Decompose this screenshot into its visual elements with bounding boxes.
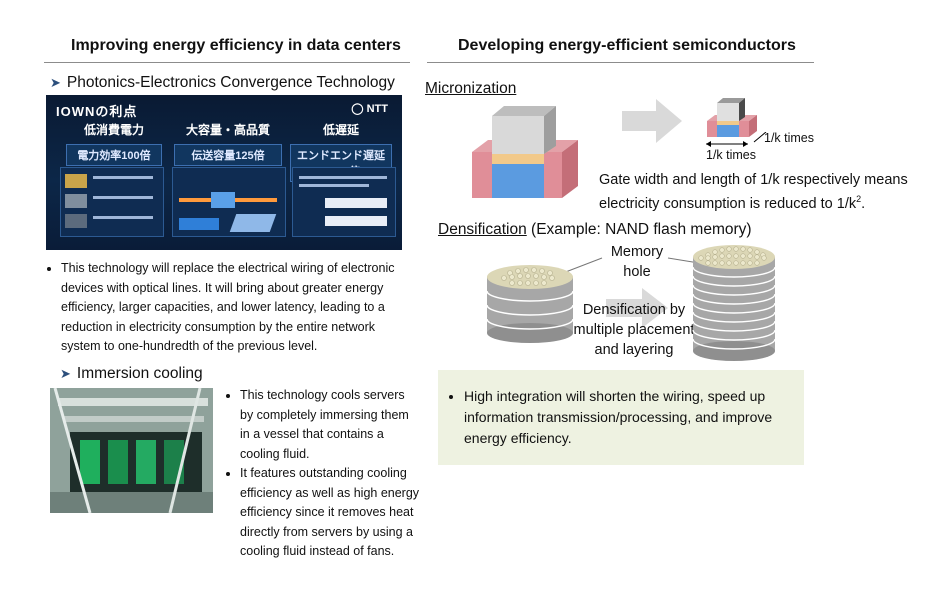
iown-slide-image: IOWNの利点 ◯ NTT 低消費電力 電力効率100倍 大容量・高品質 伝送容…: [46, 95, 402, 250]
arrow-bullet-icon: ➤: [60, 366, 71, 381]
slide-panel-right: [292, 167, 396, 237]
densification-title: Densification: [438, 221, 527, 238]
memory-hole-label: Memory hole: [610, 244, 664, 280]
tall-nand-stack-diagram: [692, 245, 776, 361]
micronization-caption: Gate width and length of 1/k respectivel…: [599, 172, 908, 212]
ntt-logo: ◯ NTT: [351, 103, 388, 115]
densification-title-row: Densification (Example: NAND flash memor…: [438, 221, 752, 239]
left-heading-rule: [44, 62, 410, 63]
small-nand-stack-diagram: [486, 265, 574, 343]
slide-title: IOWNの利点: [56, 104, 138, 119]
micronization-title: Micronization: [425, 80, 517, 97]
right-heading: Developing energy-efficient semiconducto…: [458, 37, 796, 54]
densification-caption: Densification by multiple placement and …: [573, 302, 695, 358]
immersion-description: This technology cools servers by complet…: [224, 386, 420, 562]
slide-col-power: 低消費電力 電力効率100倍: [66, 121, 162, 166]
large-transistor-diagram: [472, 106, 578, 198]
slide-col-capacity: 大容量・高品質 伝送容量125倍: [174, 121, 282, 166]
slide-panel-left: [60, 167, 164, 237]
immersion-title-row: ➤ Immersion cooling: [60, 365, 203, 383]
summary-text: High integration will shorten the wiring…: [464, 386, 798, 449]
k-times-label-right: 1/k times: [764, 131, 815, 145]
photonics-description: This technology will replace the electri…: [45, 259, 411, 357]
photonics-title: Photonics-Electronics Convergence Techno…: [66, 74, 395, 91]
densification-arrow-icon: [606, 288, 668, 328]
arrow-bullet-icon: ➤: [50, 75, 61, 90]
immersion-title: Immersion cooling: [76, 365, 203, 382]
left-heading: Improving energy efficiency in data cent…: [71, 37, 401, 54]
small-transistor-diagram: [707, 98, 757, 137]
summary-box: High integration will shorten the wiring…: [438, 370, 804, 465]
photonics-title-row: ➤ Photonics-Electronics Convergence Techn…: [50, 74, 395, 92]
dimension-lines-icon: [706, 132, 767, 147]
right-heading-rule: [427, 62, 814, 63]
k-times-label-bottom: 1/k times: [706, 148, 757, 162]
immersion-cooling-photo: [50, 388, 213, 513]
slide-panel-center: [172, 167, 286, 237]
densification-subtitle: (Example: NAND flash memory): [526, 221, 752, 238]
micronization-arrow-icon: [622, 99, 682, 143]
